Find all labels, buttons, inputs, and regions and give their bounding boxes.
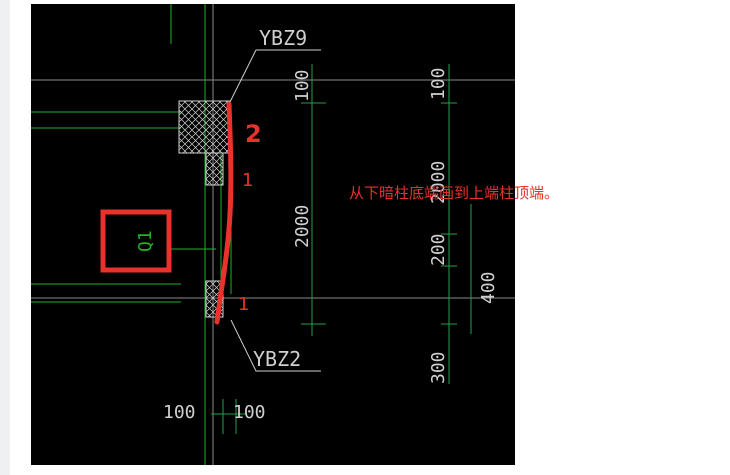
dim-right-200: 200 [428, 233, 449, 266]
leader-lines [225, 49, 321, 372]
dimension-lines [211, 64, 472, 434]
wall-lines [31, 4, 232, 465]
dim-right-100: 100 [428, 67, 449, 100]
label-ybz9: YBZ9 [259, 26, 307, 50]
annotation-text: 从下暗柱底端画到上端柱顶端。 [349, 184, 560, 202]
grid-lines [31, 4, 515, 465]
dim-top-100: 100 [292, 69, 313, 102]
dim-right-300: 300 [428, 351, 449, 384]
cad-drawing: YBZ9 YBZ2 Q1 100 2000 100 2000 200 400 3… [31, 4, 515, 465]
dim-bottom-right-100: 100 [233, 402, 266, 423]
cad-canvas[interactable]: YBZ9 YBZ2 Q1 100 2000 100 2000 200 400 3… [31, 4, 515, 465]
red-stroke-line [214, 101, 234, 325]
cad-labels: YBZ9 YBZ2 Q1 [135, 26, 307, 371]
label-q1: Q1 [135, 230, 156, 252]
dim-right-400: 400 [478, 271, 499, 304]
column-hatch-blocks [178, 100, 231, 318]
red-markup: 2 1 1 [100, 101, 262, 325]
dim-right-2000: 2000 [428, 161, 449, 204]
marker-2: 2 [245, 120, 262, 148]
marker-1-bottom: 1 [238, 294, 249, 315]
dim-bottom-left-100: 100 [163, 402, 196, 423]
label-ybz2: YBZ2 [253, 347, 301, 371]
dim-middle-2000: 2000 [292, 205, 313, 248]
highlight-box [100, 209, 172, 273]
side-gutter [0, 0, 10, 475]
dimension-texts: 100 2000 100 2000 200 400 300 100 100 [163, 67, 499, 423]
marker-1-top: 1 [242, 170, 253, 191]
